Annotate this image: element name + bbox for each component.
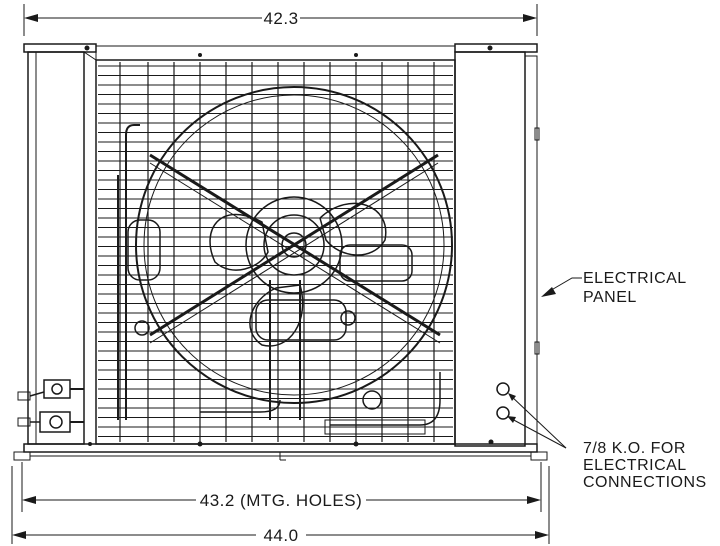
electrical-panel-line-2: PANEL bbox=[583, 289, 637, 306]
knockout-line-3: CONNECTIONS bbox=[583, 474, 707, 491]
mounting-holes-label: 43.2 (MTG. HOLES) bbox=[200, 491, 362, 510]
knockout-line-1: 7/8 K.O. FOR bbox=[583, 440, 686, 457]
svg-text:7/8 K.O. FOR ELECTRICAL: 7/8 K.O. FOR ELECTRICAL CONNECTIONS bbox=[583, 440, 707, 491]
top-dimension: 42.3 bbox=[23, 4, 538, 36]
electrical-panel-line-1: ELECTRICAL bbox=[583, 270, 686, 287]
knockout-lower bbox=[496, 406, 510, 420]
svg-text:ELECTRICAL PANEL: ELECTRICAL PANEL bbox=[583, 270, 691, 306]
knockout-upper bbox=[496, 382, 510, 396]
fan-guard-grille bbox=[98, 62, 453, 442]
top-width-label: 42.3 bbox=[263, 9, 298, 28]
overall-width-label: 44.0 bbox=[263, 526, 298, 545]
unit-base bbox=[13, 443, 548, 461]
electrical-panel-callout: ELECTRICAL PANEL bbox=[541, 270, 691, 306]
fan-assembly bbox=[117, 86, 453, 435]
knockout-line-2: ELECTRICAL bbox=[583, 457, 686, 474]
service-valves bbox=[17, 379, 84, 433]
knockout-callout: 7/8 K.O. FOR ELECTRICAL CONNECTIONS bbox=[507, 393, 707, 491]
mounting-holes-dimension: 43.2 (MTG. HOLES) bbox=[21, 462, 542, 512]
overall-dimension: 44.0 bbox=[11, 466, 550, 545]
